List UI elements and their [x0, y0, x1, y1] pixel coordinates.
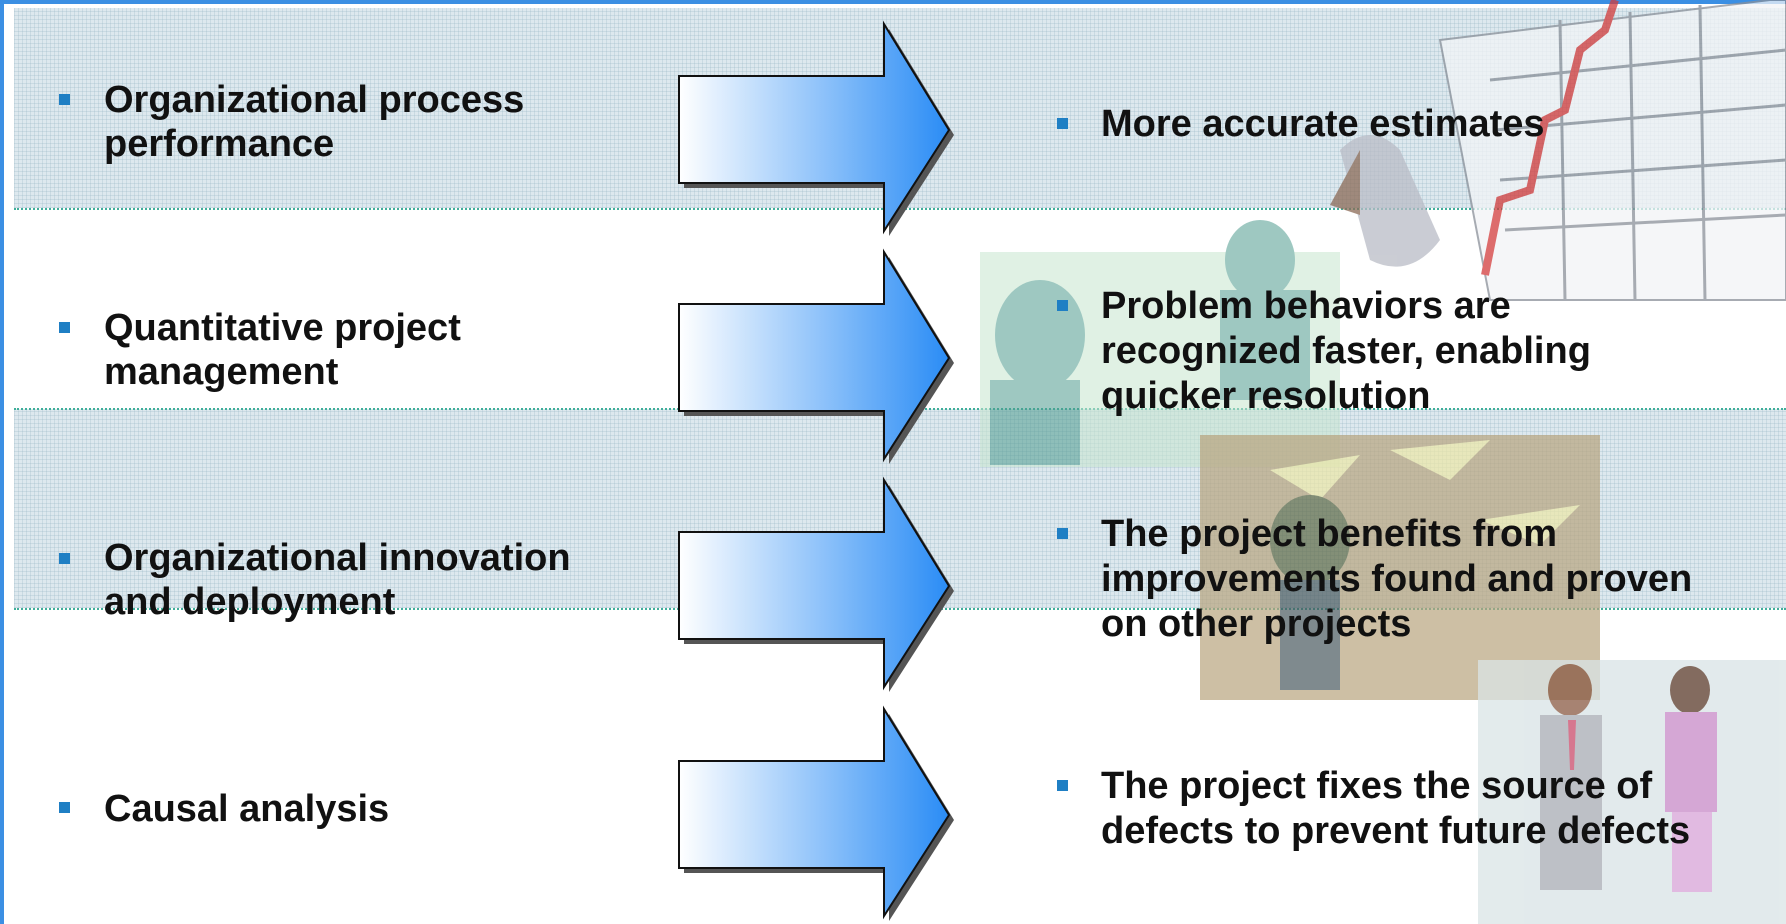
left-item-3-line-2: and deployment	[104, 581, 396, 623]
right-item-3-line-1: The project benefits from	[1101, 513, 1558, 555]
right-item-2-line-2: recognized faster, enabling	[1101, 330, 1591, 372]
left-bullet-4	[59, 802, 70, 813]
right-item-2-line-3: quicker resolution	[1101, 375, 1431, 417]
left-item-2-line-1: Quantitative project	[104, 307, 461, 349]
left-bullet-1	[59, 94, 70, 105]
right-item-3-line-2: improvements found and proven	[1101, 558, 1693, 600]
right-bullet-4	[1057, 780, 1068, 791]
left-bullet-2	[59, 322, 70, 333]
right-bullet-2	[1057, 300, 1068, 311]
office-clipart-icon	[1200, 435, 1600, 700]
right-arrow-3	[678, 476, 954, 692]
right-arrow-1	[678, 20, 954, 236]
right-item-1-line-1: More accurate estimates	[1101, 103, 1545, 145]
people-clipart-icon	[1478, 660, 1786, 924]
right-arrow-4	[678, 705, 954, 921]
right-item-2-line-1: Problem behaviors are	[1101, 285, 1511, 327]
right-item-3-line-3: on other projects	[1101, 603, 1412, 645]
right-item-4-line-2: defects to prevent future defects	[1101, 810, 1691, 852]
left-item-1-line-2: performance	[104, 123, 335, 165]
right-arrow-2	[678, 248, 954, 464]
left-item-3-line-1: Organizational innovation	[104, 537, 571, 579]
left-item-1-line-1: Organizational process	[104, 79, 525, 121]
right-bullet-3	[1057, 528, 1068, 539]
meeting-clipart-icon	[980, 220, 1340, 467]
left-item-4-line-1: Causal analysis	[104, 788, 390, 830]
right-item-4-line-1: The project fixes the source of	[1101, 765, 1653, 807]
left-item-2-line-2: management	[104, 351, 339, 393]
right-bullet-1	[1057, 118, 1068, 129]
chart-clipart-icon	[1330, 0, 1786, 301]
left-bullet-3	[59, 553, 70, 564]
